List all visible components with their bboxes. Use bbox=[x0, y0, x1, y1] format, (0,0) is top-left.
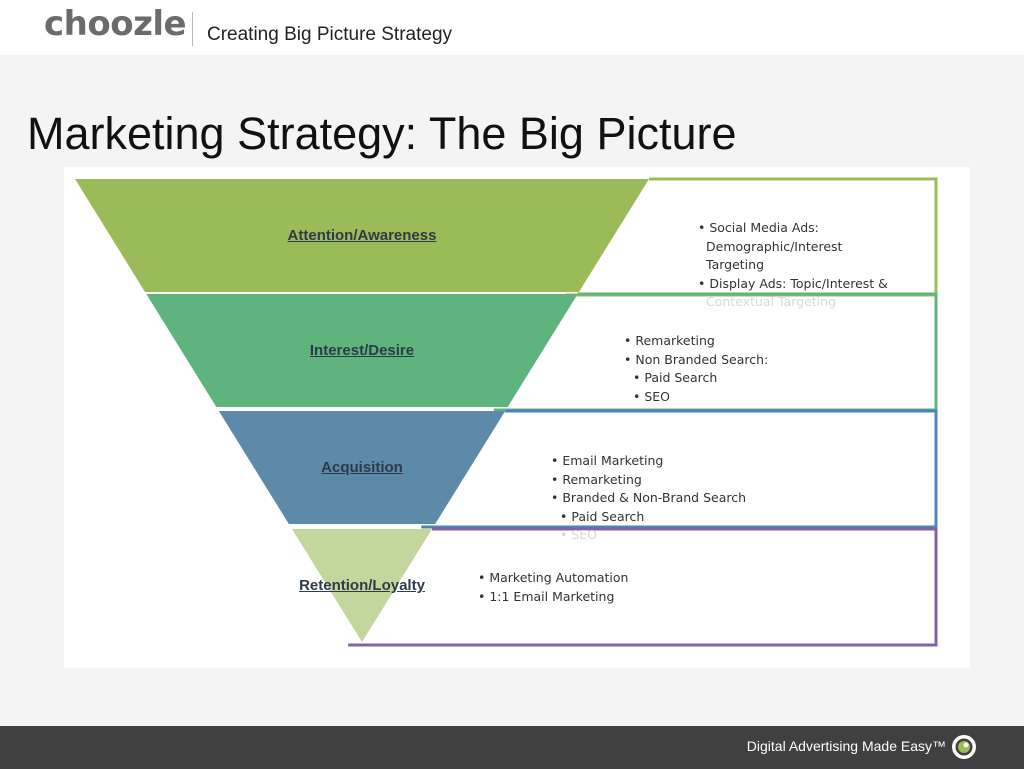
stage-tactics-list: • Remarketing • Non Branded Search: • Paid… bbox=[624, 332, 768, 406]
tactic-item: • 1:1 Email Marketing bbox=[478, 588, 615, 604]
footer-bar: Digital Advertising Made Easy™ bbox=[0, 726, 1024, 769]
stage-label: Attention/Awareness bbox=[287, 227, 437, 244]
stage-box-border bbox=[348, 527, 938, 647]
tactic-item: • Marketing Automation bbox=[478, 570, 629, 585]
funnel-diagram: Attention/Awareness • Social Media Ads: De… bbox=[64, 167, 970, 668]
tactic-item: • Paid Search bbox=[560, 508, 645, 524]
tactic-item: • SEO bbox=[560, 527, 598, 542]
footer-tagline: Digital Advertising Made Easy™ bbox=[746, 738, 946, 754]
funnel-segment bbox=[291, 529, 433, 642]
tactic-item: • Remarketing bbox=[551, 471, 642, 487]
header-bar: choozle Creating Big Picture Strategy bbox=[0, 0, 1024, 55]
tactic-item: • SEO bbox=[633, 388, 671, 404]
funnel-segment bbox=[218, 411, 506, 524]
funnel-graphic bbox=[75, 177, 938, 647]
slide-title: Marketing Strategy: The Big Picture bbox=[27, 108, 737, 159]
funnel-segment bbox=[146, 294, 578, 407]
header-subtitle: Creating Big Picture Strategy bbox=[207, 24, 453, 45]
tactic-item: • Non Branded Search: bbox=[624, 351, 769, 367]
stage-label: Acquisition bbox=[321, 459, 403, 476]
stage-label: Interest/Desire bbox=[309, 342, 415, 359]
tactic-item: • Remarketing bbox=[624, 333, 715, 348]
stage-label: Retention/Loyalty bbox=[299, 577, 425, 594]
tactic-item: Targeting bbox=[706, 257, 765, 272]
choozle-circle-icon bbox=[952, 735, 976, 759]
stage-tactics-list: • Marketing Automation • 1:1 Email Market… bbox=[478, 569, 628, 606]
tactic-item: • Branded & Non-Brand Search bbox=[551, 490, 747, 505]
header-divider bbox=[192, 12, 193, 46]
tactic-item: • Email Marketing bbox=[551, 453, 664, 468]
tactic-item: • Paid Search bbox=[633, 370, 718, 385]
tactic-item: Demographic/Interest bbox=[706, 238, 843, 254]
choozle-logo: choozle bbox=[44, 4, 187, 44]
stage-box-border bbox=[421, 409, 938, 529]
tactic-item: • Display Ads: Topic/Interest & bbox=[698, 275, 888, 291]
tactic-item: Contextual Targeting bbox=[706, 294, 836, 309]
tactic-item: • Social Media Ads: bbox=[698, 220, 819, 235]
stage-tactics-list: • Email Marketing • Remarketing • Branded … bbox=[551, 452, 746, 545]
funnel-segment bbox=[75, 179, 649, 292]
